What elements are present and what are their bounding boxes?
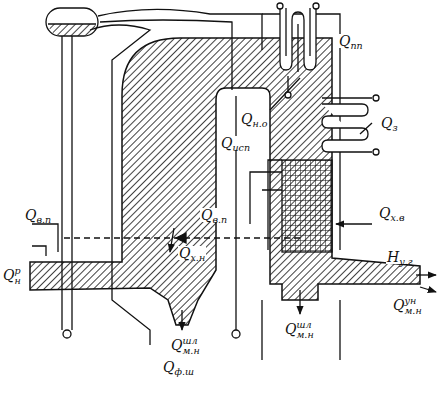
drum bbox=[46, 8, 98, 36]
quantity-label: Qф.ш bbox=[162, 360, 195, 374]
quantity-label: Qнр bbox=[2, 266, 22, 286]
quantity-label: Qв.п bbox=[200, 208, 228, 222]
quantity-label: Qх.в bbox=[378, 206, 405, 220]
quantity-label: Qз bbox=[380, 116, 399, 130]
quantity-label: Hу.г bbox=[386, 250, 414, 264]
quantity-label: Qм.ншл bbox=[284, 320, 315, 340]
quantity-label: Qпп bbox=[338, 34, 364, 48]
quantity-label: Qисп bbox=[220, 136, 251, 150]
superheater bbox=[277, 3, 319, 98]
quantity-label: Qм.ншл bbox=[170, 336, 201, 356]
economizer bbox=[322, 95, 379, 155]
quantity-label: Qх.н bbox=[178, 246, 206, 260]
quantity-label: Qн.о bbox=[240, 112, 269, 126]
gas-path bbox=[30, 38, 420, 325]
quantity-label: Qв.п bbox=[24, 208, 52, 222]
quantity-label: Qм.нун bbox=[392, 296, 423, 316]
